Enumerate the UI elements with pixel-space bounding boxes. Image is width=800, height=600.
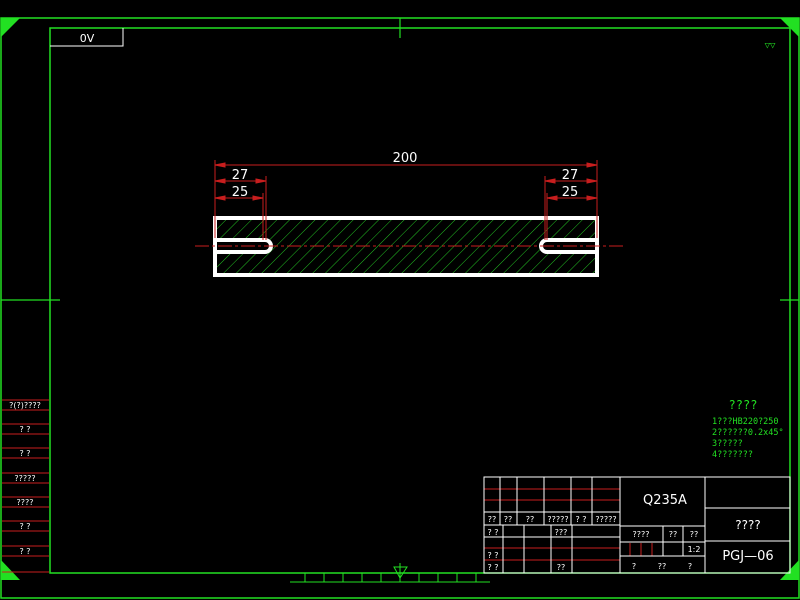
bottom-row-cell-2: ?? <box>658 562 667 571</box>
strip-label-7: ? ? <box>19 547 30 556</box>
left-strip: ?(?)???? ? ? ? ? ????? ???? ? ? ? ? <box>2 399 49 573</box>
bottom-row-cell-1: ? <box>632 562 636 571</box>
strip-label-4: ????? <box>14 474 35 483</box>
note-line-3: 3????? <box>712 439 743 449</box>
strip-label-5: ???? <box>17 498 34 507</box>
header-cell-5: ? ? <box>575 515 586 524</box>
part-name: ???? <box>735 518 760 532</box>
centering-marks <box>1 18 799 301</box>
bottom-scale-strip <box>290 563 490 583</box>
mid-label-3: ?? <box>690 530 699 539</box>
mid-label-1: ???? <box>633 530 650 539</box>
row2-cell-1: ? ? <box>487 528 498 537</box>
dim-right-outer: 27 <box>562 168 579 183</box>
scale-value: 1:2 <box>688 545 701 554</box>
dimension-labels: 200 27 25 27 25 <box>232 151 579 200</box>
drawing-code-box: 0V <box>50 28 124 47</box>
bottom-left-cell-3: ?? <box>557 563 566 572</box>
header-cell-1: ?? <box>488 515 497 524</box>
roughness-symbol-icon: ▽▽ <box>765 41 776 51</box>
header-cell-2: ?? <box>504 515 513 524</box>
drawing-number: PGJ—06 <box>722 549 773 564</box>
material-label: Q235A <box>643 493 687 508</box>
drawing-code: 0V <box>80 32 95 45</box>
bottom-left-cell-2: ? ? <box>487 563 498 572</box>
mid-label-2: ?? <box>669 530 678 539</box>
dim-overall-length: 200 <box>393 151 418 166</box>
dimensions <box>214 160 598 240</box>
bottom-row-cell-3: ? <box>688 562 692 571</box>
strip-label-1: ?(?)???? <box>9 401 41 410</box>
note-line-2: 2??????0.2x45° <box>712 428 784 438</box>
note-line-4: 4??????? <box>712 450 753 460</box>
header-cell-3: ?? <box>526 515 535 524</box>
inner-frame <box>49 27 791 574</box>
row2-cell-2: ??? <box>555 528 568 537</box>
header-cell-4: ????? <box>547 515 568 524</box>
strip-label-3: ? ? <box>19 449 30 458</box>
dim-right-inner: 25 <box>562 185 579 200</box>
note-line-1: 1???HB220?250 <box>712 417 779 427</box>
outer-frame <box>0 17 800 599</box>
technical-notes: ???? 1???HB220?250 2??????0.2x45° 3?????… <box>712 398 784 460</box>
part-section-view <box>195 216 625 277</box>
strip-label-2: ? ? <box>19 425 30 434</box>
dim-left-inner: 25 <box>232 185 249 200</box>
title-block: ?? ?? ?? ????? ? ? ????? ? ? ??? ? ? ? ?… <box>483 476 791 574</box>
header-cell-6: ????? <box>595 515 616 524</box>
dim-left-outer: 27 <box>232 168 249 183</box>
strip-label-6: ? ? <box>19 522 30 531</box>
notes-title: ???? <box>729 398 758 412</box>
bottom-left-cell-1: ? ? <box>487 551 498 560</box>
